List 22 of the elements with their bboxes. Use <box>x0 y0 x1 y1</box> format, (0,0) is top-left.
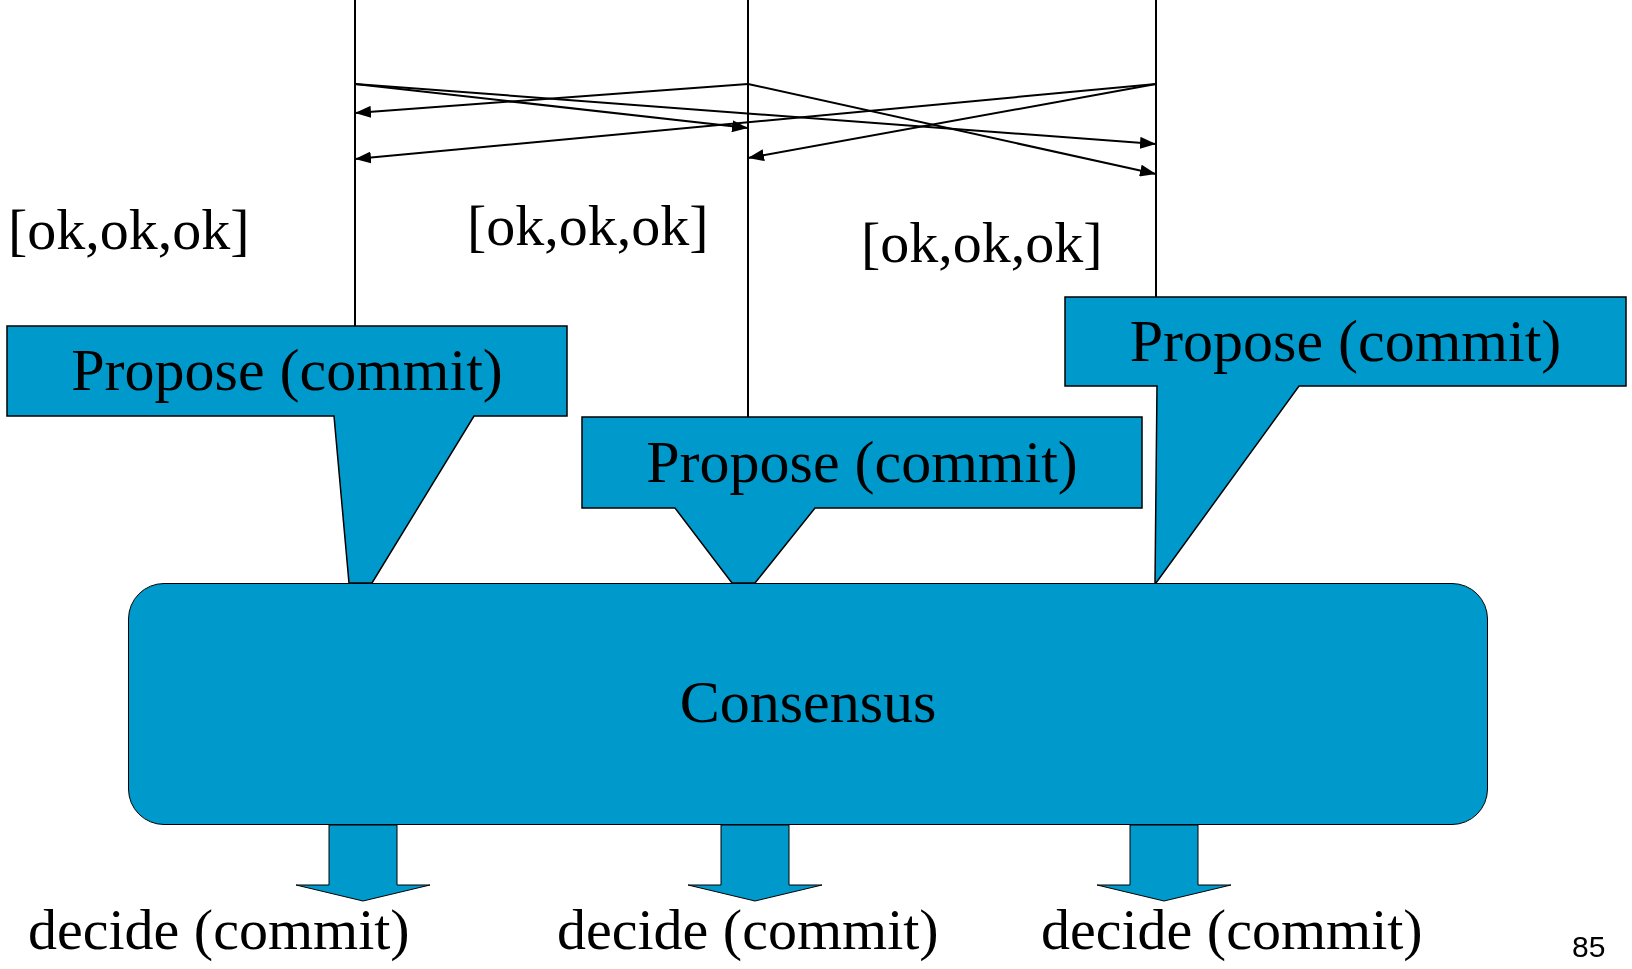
timeline <box>354 0 356 326</box>
timeline <box>747 0 749 417</box>
message-arrow <box>747 83 1157 162</box>
state-label: [ok,ok,ok] <box>467 194 709 258</box>
page-number: 85 <box>1572 930 1606 963</box>
block-arrow <box>1096 824 1232 902</box>
output-label: decide (commit) <box>28 898 468 962</box>
block-arrow <box>295 824 431 902</box>
message-arrow <box>354 83 1157 149</box>
process-label: Consensus <box>678 669 938 735</box>
callout-label: Propose (commit) <box>1128 307 1563 374</box>
output-label: decide (commit) <box>557 898 997 962</box>
message-arrow <box>747 83 1157 177</box>
state-label: [ok,ok,ok] <box>861 211 1103 275</box>
state-label: [ok,ok,ok] <box>8 198 250 262</box>
timeline <box>1155 0 1157 297</box>
callout-label: Propose (commit) <box>70 337 504 403</box>
message-arrow <box>354 83 749 118</box>
block-arrow <box>687 824 823 902</box>
output-label: decide (commit) <box>1041 898 1481 962</box>
process-box <box>128 583 1488 825</box>
callout-label: Propose (commit) <box>645 428 1079 495</box>
